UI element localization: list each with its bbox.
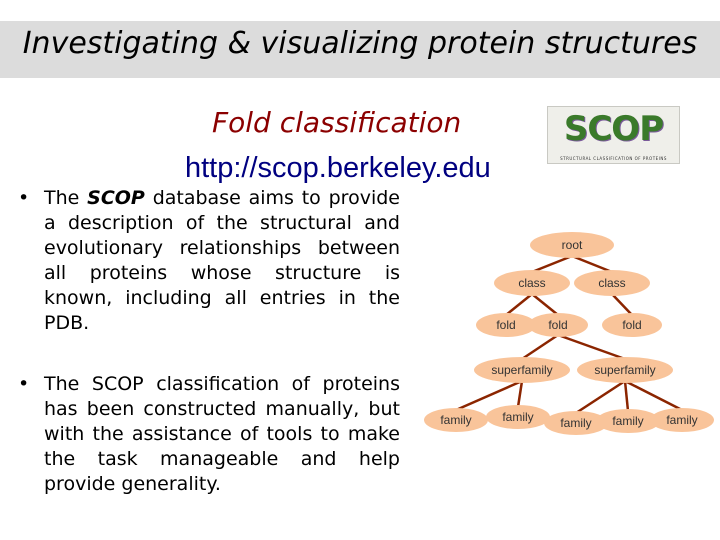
tree-node-shape [650,408,714,432]
tree-node-class: class [494,270,570,296]
tree-edge [531,254,573,274]
tree-node-label: family [440,413,471,427]
bullet-list: • The SCOP database aims to provide a de… [18,186,400,497]
tree-node-superfamily: superfamily [474,357,570,383]
scop-logo: SCOP STRUCTURAL CLASSIFICATION OF PROTEI… [547,106,680,164]
tree-node-fold: fold [528,313,588,337]
bullet-text: The SCOP classification of proteins has … [44,373,400,495]
slide-subtitle: Fold classification [212,106,462,139]
tree-node-shape [602,313,662,337]
tree-edge [571,254,613,274]
tree-edge [516,380,524,408]
tree-node-shape [544,411,608,435]
tree-node-label: class [598,276,625,290]
tree-node-label: superfamily [491,363,552,377]
tree-node-shape [596,409,660,433]
tree-edge [531,293,559,316]
tree-node-label: root [562,238,583,252]
tree-node-family: family [486,405,550,429]
bullet-dot-icon: • [18,373,30,395]
tree-node-shape [530,232,614,258]
tree-edge [505,293,533,316]
tree-node-shape [486,405,550,429]
tree-node-family: family [596,409,660,433]
tree-node-label: family [666,413,697,427]
tree-edge [611,293,633,316]
tree-node-label: family [612,414,643,428]
header-bar [0,21,720,78]
tree-edge [623,380,630,412]
scop-logo-text: SCOP [563,109,664,149]
tree-node-shape [577,357,673,383]
tree-node-shape [474,357,570,383]
tree-edge [521,333,559,361]
tree-node-fold: fold [602,313,662,337]
tree-edge [624,379,683,412]
tree-edge [575,379,626,415]
tree-node-class: class [574,270,650,296]
bullet-text: database aims to provide a description o… [44,187,400,334]
scop-url-link[interactable]: http://scop.berkeley.edu [185,152,491,184]
tree-edge [455,379,523,412]
bullet-item: • The SCOP classification of proteins ha… [18,372,400,497]
tree-node-shape [476,313,536,337]
tree-node-root: root [530,232,614,258]
bullet-prefix: The [44,187,88,209]
bullet-emphasis: SCOP [87,187,145,209]
hierarchy-tree-svg: root class class fold fold fold superfamily sup… [424,232,714,435]
bullet-item: • The SCOP database aims to provide a de… [18,186,400,336]
scop-hierarchy-diagram: root class class fold fold fold superfamily sup… [420,225,720,445]
tree-node-label: family [502,410,533,424]
tree-node-label: family [560,416,591,430]
tree-node-shape [574,270,650,296]
tree-node-shape [494,270,570,296]
tree-node-family: family [650,408,714,432]
tree-node-label: fold [496,318,515,332]
tree-node-label: class [518,276,545,290]
tree-node-shape [424,408,488,432]
slide-title: Investigating & visualizing protein stru… [22,26,698,61]
tree-node-label: superfamily [594,363,655,377]
tree-node-shape [528,313,588,337]
tree-node-label: fold [622,318,641,332]
tree-node-superfamily: superfamily [577,357,673,383]
tree-node-fold: fold [476,313,536,337]
bullet-dot-icon: • [18,187,30,209]
tree-node-label: fold [548,318,567,332]
tree-node-family: family [424,408,488,432]
scop-logo-caption: STRUCTURAL CLASSIFICATION OF PROTEINS [560,156,667,161]
tree-edge [557,333,626,361]
tree-node-family: family [544,411,608,435]
